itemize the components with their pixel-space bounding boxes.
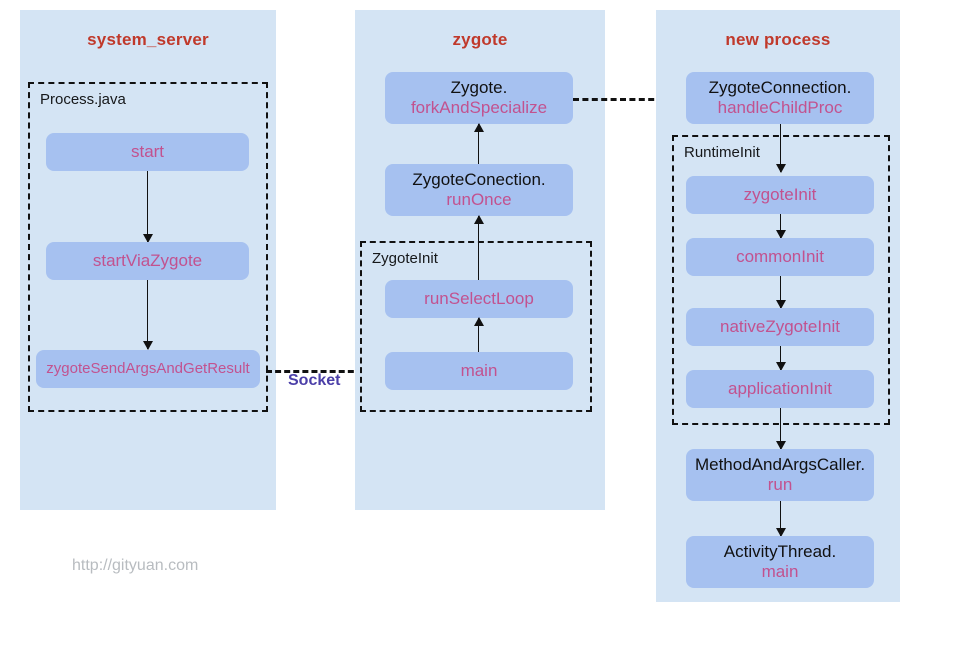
- node-zygote-init-method: zygoteInit: [743, 184, 817, 204]
- panel-title-system-server: system_server: [87, 30, 209, 49]
- node-method-and-args-caller-run-class: MethodAndArgsCaller.: [694, 454, 866, 474]
- group-label-process-java: Process.java: [40, 91, 126, 108]
- node-zygote-fork-and-specialize-method: forkAndSpecialize: [410, 98, 548, 117]
- node-activity-thread-main-method: main: [761, 562, 799, 581]
- group-process-java: Process.java: [28, 82, 268, 412]
- arrow-startviazygote-to-sendargs: [143, 280, 153, 350]
- node-application-init[interactable]: applicationInit: [686, 370, 874, 408]
- edge-socket-label: Socket: [288, 372, 341, 389]
- node-zygote-fork-and-specialize-class: Zygote.: [450, 77, 508, 97]
- node-zygote-main-method: main: [460, 360, 498, 380]
- node-zygote-send-args-and-get-result[interactable]: zygoteSendArgsAndGetResult: [36, 350, 260, 388]
- panel-title-zygote: zygote: [452, 30, 508, 49]
- node-method-and-args-caller-run[interactable]: MethodAndArgsCaller. run: [686, 449, 874, 501]
- node-zygote-connection-handle-child-proc-method: handleChildProc: [717, 98, 843, 117]
- group-runtime-init: RuntimeInit: [672, 135, 890, 425]
- group-zygote-init: ZygoteInit: [360, 241, 592, 412]
- node-zygote-main[interactable]: main: [385, 352, 573, 390]
- node-activity-thread-main-class: ActivityThread.: [723, 541, 837, 561]
- node-zygote-conection-run-once-method: runOnce: [446, 190, 512, 209]
- arrow-start-to-startviazygote: [143, 171, 153, 243]
- node-zygote-fork-and-specialize[interactable]: Zygote. forkAndSpecialize: [385, 72, 573, 124]
- node-method-and-args-caller-run-method: run: [767, 475, 793, 494]
- panel-title-new-process: new process: [725, 30, 831, 49]
- node-activity-thread-main[interactable]: ActivityThread. main: [686, 536, 874, 588]
- arrow-handlechildproc-to-zygoteinit: [776, 124, 786, 173]
- node-common-init-method: commonInit: [736, 246, 824, 266]
- node-start[interactable]: start: [46, 133, 249, 171]
- watermark-text: http://gityuan.com: [72, 557, 199, 574]
- node-native-zygote-init[interactable]: nativeZygoteInit: [686, 308, 874, 346]
- node-start-via-zygote[interactable]: startViaZygote: [46, 242, 249, 280]
- arrow-runselectloop-to-runonce: [474, 215, 484, 280]
- node-zygote-send-args-and-get-result-method: zygoteSendArgsAndGetResult: [46, 360, 250, 378]
- arrow-commoninit-to-nativezygoteinit: [776, 276, 786, 309]
- node-start-method: start: [130, 141, 165, 161]
- node-zygote-connection-handle-child-proc-class: ZygoteConnection.: [708, 77, 852, 97]
- node-zygote-init[interactable]: zygoteInit: [686, 176, 874, 214]
- node-common-init[interactable]: commonInit: [686, 238, 874, 276]
- node-native-zygote-init-method: nativeZygoteInit: [719, 316, 840, 336]
- group-label-runtime-init: RuntimeInit: [684, 144, 760, 161]
- node-run-select-loop-method: runSelectLoop: [424, 288, 534, 308]
- group-label-zygote-init: ZygoteInit: [372, 250, 438, 267]
- arrow-nativezygoteinit-to-applicationinit: [776, 346, 786, 371]
- node-zygote-conection-run-once[interactable]: ZygoteConection. runOnce: [385, 164, 573, 216]
- node-run-select-loop[interactable]: runSelectLoop: [385, 280, 573, 318]
- arrow-applicationinit-to-methodandargscaller: [776, 408, 786, 450]
- node-zygote-conection-run-once-class: ZygoteConection.: [412, 169, 546, 189]
- node-application-init-method: applicationInit: [728, 378, 832, 398]
- arrow-runonce-to-forkandspecialize: [474, 123, 484, 164]
- arrow-methodandargscaller-to-activitythread: [776, 501, 786, 537]
- arrow-main-to-runselectloop: [474, 317, 484, 352]
- arrow-zygoteinit-to-commoninit: [776, 214, 786, 239]
- node-start-via-zygote-method: startViaZygote: [92, 250, 203, 270]
- node-zygote-connection-handle-child-proc[interactable]: ZygoteConnection. handleChildProc: [686, 72, 874, 124]
